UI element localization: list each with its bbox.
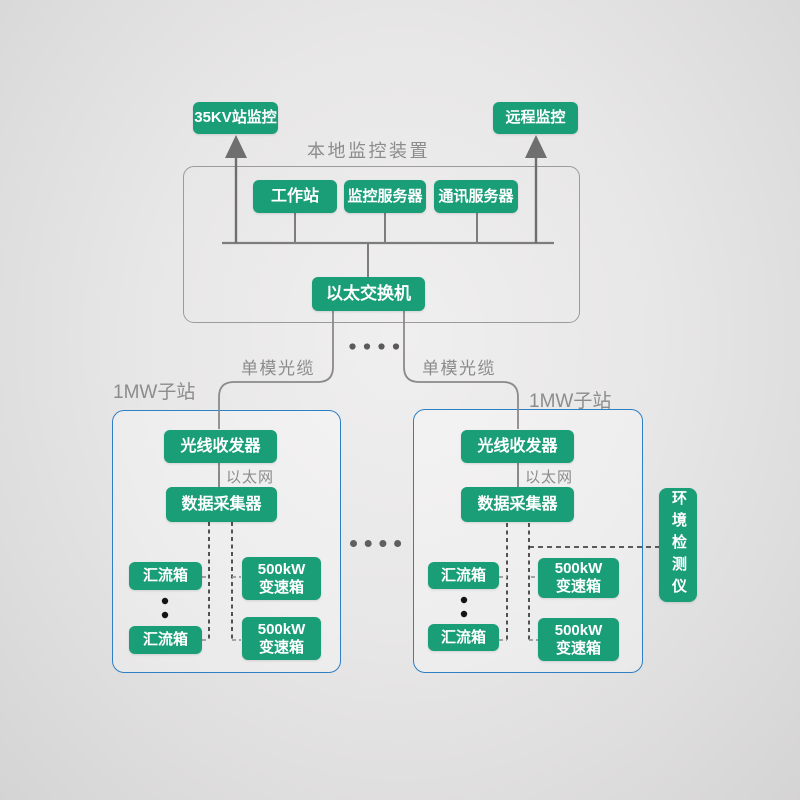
node-left-optical-transceiver: 光线收发器 — [164, 430, 277, 463]
ellipsis-dots-left-combiners — [161, 597, 169, 619]
node-right-optical-transceiver: 光线收发器 — [461, 430, 574, 463]
node-right-combiner-box-1: 汇流箱 — [428, 562, 499, 589]
ellipsis-dots-top — [349, 343, 400, 350]
gearbox-label-line2: 变速箱 — [555, 578, 601, 595]
node-left-data-collector: 数据采集器 — [166, 487, 277, 522]
node-left-gearbox-2: 500kW 变速箱 — [242, 617, 321, 660]
node-ethernet-switch: 以太交换机 — [312, 277, 425, 311]
ellipsis-dots-middle — [350, 540, 402, 547]
gearbox-label-line1: 500kW — [257, 560, 306, 578]
node-35kv-station-monitor: 35KV站监控 — [193, 102, 278, 134]
up-arrow-icon-right — [525, 135, 547, 158]
ellipsis-dots-right-combiners — [460, 596, 468, 618]
node-left-gearbox-1: 500kW 变速箱 — [242, 557, 321, 600]
node-right-gearbox-1: 500kW 变速箱 — [538, 558, 619, 598]
node-env-monitor: 环境检测仪 — [659, 488, 697, 602]
env-monitor-label: 环境检测仪 — [670, 490, 687, 600]
local-device-title: 本地监控装置 — [307, 141, 430, 161]
local-monitoring-device-frame — [183, 166, 580, 323]
node-right-gearbox-2: 500kW 变速箱 — [538, 618, 619, 661]
substation-right-title: 1MW子站 — [529, 391, 612, 412]
gearbox-label-line1: 500kW — [554, 621, 603, 639]
node-left-combiner-box-2: 汇流箱 — [129, 626, 202, 654]
gearbox-label-line2: 变速箱 — [258, 638, 304, 656]
node-right-combiner-box-2: 汇流箱 — [428, 624, 499, 651]
fiber-label-right: 单模光缆 — [422, 359, 496, 378]
ethernet-label-right: 以太网 — [525, 469, 574, 486]
up-arrow-icon-left — [225, 135, 247, 158]
gearbox-label-line1: 500kW — [554, 560, 603, 577]
node-comm-server: 通讯服务器 — [434, 180, 518, 213]
gearbox-label-line2: 变速箱 — [258, 578, 304, 596]
node-right-data-collector: 数据采集器 — [461, 487, 574, 522]
node-workstation: 工作站 — [253, 180, 337, 213]
gearbox-label-line2: 变速箱 — [555, 639, 601, 657]
fiber-curve-right — [403, 311, 519, 429]
gearbox-label-line1: 500kW — [257, 620, 306, 638]
node-monitor-server: 监控服务器 — [344, 180, 426, 213]
ethernet-label-left: 以太网 — [226, 469, 275, 486]
node-left-combiner-box-1: 汇流箱 — [129, 562, 202, 590]
node-remote-monitor: 远程监控 — [493, 102, 578, 134]
fiber-curve-left — [218, 311, 334, 429]
substation-left-title: 1MW子站 — [113, 382, 196, 403]
fiber-label-left: 单模光缆 — [241, 359, 315, 378]
